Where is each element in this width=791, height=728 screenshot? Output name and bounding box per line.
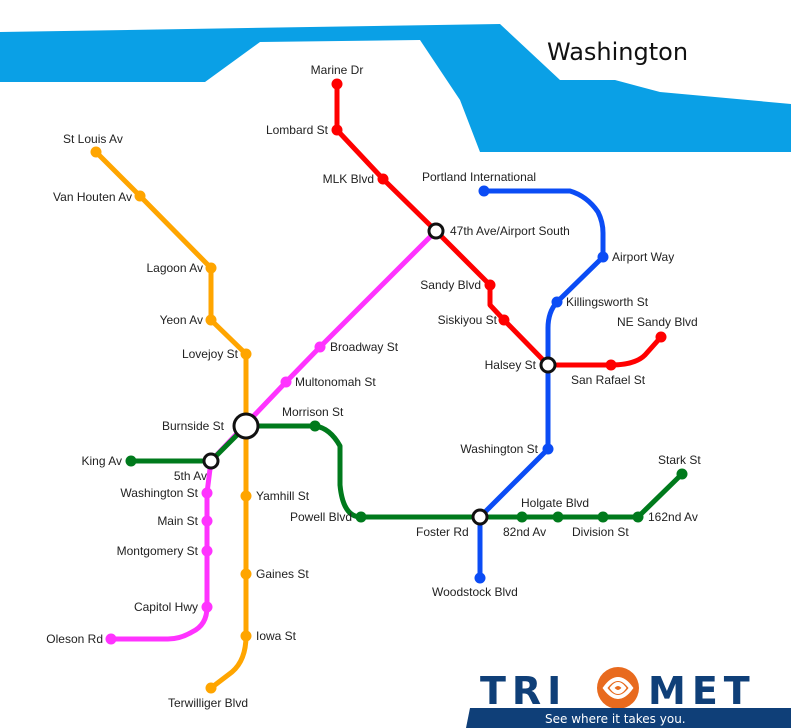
station-st-louis-av[interactable] [90,146,102,158]
label-162nd-av: 162nd Av [648,510,698,524]
station-portland-international[interactable] [478,185,490,197]
label-ne-sandy-blvd: NE Sandy Blvd [617,315,698,329]
stations [90,78,688,694]
station-stark-st[interactable] [676,468,688,480]
station-mlk-blvd[interactable] [377,173,389,185]
label-van-houten-av: Van Houten Av [53,190,132,204]
station-division-st[interactable] [597,511,609,523]
transfer-halsey-st[interactable] [539,356,557,374]
label-holgate-blvd: Holgate Blvd [521,496,589,510]
station-siskiyou-st[interactable] [498,314,510,326]
river [0,24,791,152]
label-lovejoy-st: Lovejoy St [182,347,239,361]
station-marine-dr[interactable] [331,78,343,90]
label-yeon-av: Yeon Av [160,313,203,327]
label-mlk-blvd: MLK Blvd [323,172,374,186]
label-killingsworth-st: Killingsworth St [566,295,649,309]
station-yeon-av[interactable] [205,314,217,326]
label-halsey-st: Halsey St [485,358,537,372]
label-woodstock-blvd: Woodstock Blvd [432,585,518,599]
trimet-logo: TRI MET See where it takes you. [466,664,791,728]
label-montgomery-st: Montgomery St [117,544,199,558]
logo-tagline: See where it takes you. [545,712,686,726]
station-killingsworth-st[interactable] [551,296,563,308]
station-woodstock-blvd[interactable] [474,572,486,584]
station-iowa-st[interactable] [240,630,252,642]
label-san-rafael-st: San Rafael St [571,373,646,387]
station-holgate-blvd[interactable] [552,511,564,523]
label-foster-rd: Foster Rd [416,525,469,539]
label-burnside-st: Burnside St [162,419,225,433]
label-washington-st-w: Washington St [120,486,198,500]
green-line [128,423,685,520]
map-title: Washington [547,38,688,66]
station-multonomah-st[interactable] [280,376,292,388]
transfer-burnside-st[interactable] [232,412,260,440]
blue-line [477,188,606,581]
label-5th-av: 5th Av [174,469,207,483]
station-van-houten-av[interactable] [134,190,146,202]
label-gaines-st: Gaines St [256,567,309,581]
label-broadway-st: Broadway St [330,340,399,354]
station-lagoon-av[interactable] [205,262,217,274]
label-terwilliger-blvd: Terwilliger Blvd [168,696,248,710]
label-sandy-blvd: Sandy Blvd [420,278,481,292]
station-king-av[interactable] [125,455,137,467]
label-washington-st-e: Washington St [460,442,538,456]
label-powell-blvd: Powell Blvd [290,510,352,524]
station-lovejoy-st[interactable] [240,348,252,360]
label-division-st: Division St [572,525,629,539]
station-oleson-rd[interactable] [105,633,117,645]
station-montgomery-st[interactable] [201,545,213,557]
orange-line [93,149,249,691]
station-gaines-st[interactable] [240,568,252,580]
label-morrison-st: Morrison St [282,405,344,419]
label-yamhill-st: Yamhill St [256,489,310,503]
label-king-av: King Av [82,454,122,468]
station-broadway-st[interactable] [314,341,326,353]
transfer-foster-rd[interactable] [471,508,489,526]
river-top-edge [0,0,791,24]
label-capitol-hwy: Capitol Hwy [134,600,198,614]
station-ne-sandy-blvd[interactable] [655,331,667,343]
label-stark-st: Stark St [658,453,701,467]
station-washington-st-w[interactable] [201,487,213,499]
label-main-st: Main St [157,514,198,528]
label-marine-dr: Marine Dr [311,63,364,77]
logo-swirl-inner-icon [602,677,634,699]
station-sandy-blvd[interactable] [484,279,496,291]
station-162nd-av[interactable] [632,511,644,523]
station-morrison-st[interactable] [309,420,321,432]
station-main-st[interactable] [201,515,213,527]
magenta-line [108,228,439,642]
station-powell-blvd[interactable] [355,511,367,523]
station-82nd-av[interactable] [516,511,528,523]
station-washington-st-e[interactable] [542,443,554,455]
station-terwilliger-blvd[interactable] [205,682,217,694]
logo-wordmark-left: TRI [480,669,567,713]
transfer-47th-ave-airport-south[interactable] [427,222,445,240]
label-siskiyou-st: Siskiyou St [438,313,498,327]
label-st-louis-av: St Louis Av [63,132,123,146]
station-yamhill-st[interactable] [240,490,252,502]
transfer-5th-av[interactable] [202,452,220,470]
logo-wordmark-right: MET [648,669,756,713]
logo-tagline-bar [466,708,791,728]
label-lagoon-av: Lagoon Av [146,261,203,275]
label-oleson-rd: Oleson Rd [46,632,103,646]
station-airport-way[interactable] [597,251,609,263]
label-iowa-st: Iowa St [256,629,297,643]
label-portland-international: Portland International [422,170,536,184]
label-airport-way: Airport Way [612,250,674,264]
label-multonomah-st: Multonomah St [295,375,376,389]
station-lombard-st[interactable] [331,124,343,136]
label-82nd-av: 82nd Av [503,525,546,539]
station-capitol-hwy[interactable] [201,601,213,613]
label-lombard-st: Lombard St [266,123,329,137]
logo-swirl-icon [597,667,639,709]
label-47th-ave-airport-south: 47th Ave/Airport South [450,224,570,238]
station-san-rafael-st[interactable] [605,359,617,371]
